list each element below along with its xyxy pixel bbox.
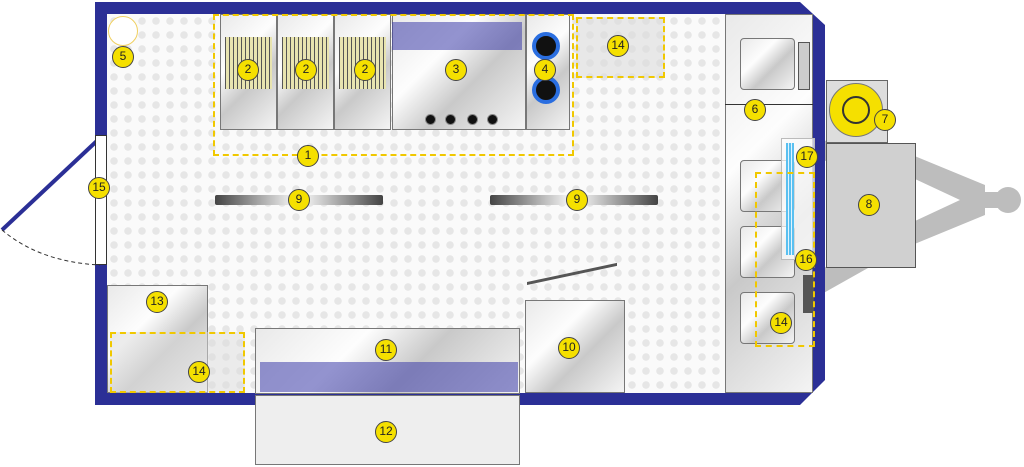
label-2: 2 — [295, 59, 317, 81]
label-3: 3 — [445, 59, 467, 81]
fire-extinguisher-icon — [108, 16, 138, 46]
label-4: 4 — [534, 59, 556, 81]
label-8: 8 — [858, 194, 880, 216]
label-2: 2 — [237, 59, 259, 81]
label-2: 2 — [354, 59, 376, 81]
label-5: 5 — [112, 46, 134, 68]
work-area-zone — [110, 332, 245, 393]
burner-icon — [532, 32, 560, 60]
gas-tank-icon — [829, 83, 883, 137]
label-15: 15 — [88, 177, 110, 199]
label-11: 11 — [375, 339, 397, 361]
label-14: 14 — [188, 361, 210, 383]
label-14: 14 — [607, 35, 629, 57]
hand-wash-dispenser — [803, 275, 814, 313]
label-13: 13 — [146, 291, 168, 313]
label-6: 6 — [744, 99, 766, 121]
label-7: 7 — [874, 109, 896, 131]
label-9: 9 — [288, 189, 310, 211]
label-1: 1 — [297, 145, 319, 167]
label-14: 14 — [770, 312, 792, 334]
label-12: 12 — [375, 421, 397, 443]
cooking-line — [220, 14, 570, 130]
label-17: 17 — [796, 146, 818, 168]
label-16: 16 — [795, 249, 817, 271]
sink-basin — [740, 38, 795, 90]
faucet-icon — [798, 42, 810, 90]
label-10: 10 — [558, 337, 580, 359]
label-9: 9 — [566, 189, 588, 211]
door[interactable] — [95, 135, 107, 265]
cooking-line-zone — [213, 14, 574, 156]
